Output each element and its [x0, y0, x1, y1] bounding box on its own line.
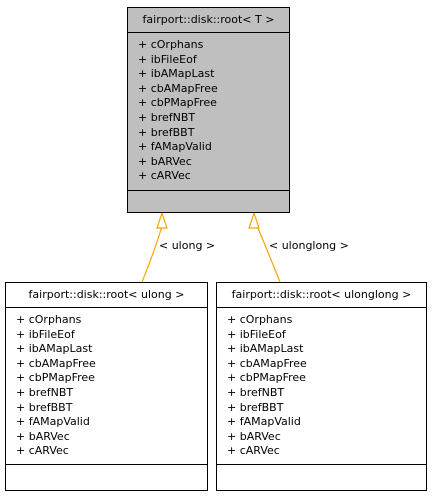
attribute: + brefBBT — [227, 400, 284, 414]
edge-label-ulonglong: < ulonglong > — [269, 239, 349, 252]
class-root-t[interactable]: fairport::disk::root< T > + cOrphans + i… — [127, 7, 290, 213]
attribute: + ibFileEof — [138, 52, 197, 66]
attribute: + cARVec — [16, 444, 69, 458]
class-root-ulong-title: fairport::disk::root< ulong > — [6, 283, 207, 308]
attribute: + ibAMapLast — [227, 342, 304, 356]
edge-ulonglong-arrowhead — [248, 211, 260, 229]
edge-ulong-arrowhead — [156, 211, 168, 229]
edge-ulong-line — [141, 225, 163, 283]
edge-ulonglong-line — [256, 225, 281, 283]
attribute: + ibFileEof — [227, 327, 286, 341]
class-root-t-title: fairport::disk::root< T > — [128, 8, 289, 33]
attribute: + brefNBT — [138, 110, 196, 124]
attribute: + bARVec — [138, 154, 192, 168]
attribute: + cARVec — [227, 444, 280, 458]
attribute: + brefBBT — [138, 125, 195, 139]
attribute: + cOrphans — [227, 313, 293, 326]
attribute: + brefNBT — [16, 385, 74, 399]
attribute: + fAMapValid — [16, 415, 90, 429]
attribute: + cbAMapFree — [16, 356, 96, 370]
attribute: + ibFileEof — [16, 327, 75, 341]
class-root-ulonglong-title: fairport::disk::root< ulonglong > — [217, 283, 426, 308]
attribute: + cOrphans — [138, 38, 204, 51]
attribute: + fAMapValid — [138, 140, 212, 154]
attribute: + cbPMapFree — [138, 96, 217, 110]
attribute: + bARVec — [227, 429, 281, 443]
class-root-ulong-attributes: + cOrphans + ibFileEof + ibAMapLast + cb… — [6, 308, 207, 465]
attribute: + cbAMapFree — [138, 81, 218, 95]
attribute: + brefBBT — [16, 400, 73, 414]
attribute: + cARVec — [138, 169, 191, 183]
edge-label-ulong: < ulong > — [159, 239, 216, 252]
class-root-ulonglong[interactable]: fairport::disk::root< ulonglong > + cOrp… — [216, 282, 427, 491]
attribute: + cbPMapFree — [227, 371, 306, 385]
class-root-t-attributes: + cOrphans + ibFileEof + ibAMapLast + cb… — [128, 33, 289, 191]
attribute: + ibAMapLast — [138, 67, 215, 81]
attribute: + cOrphans — [16, 313, 82, 326]
attribute: + ibAMapLast — [16, 342, 93, 356]
attribute: + cbPMapFree — [16, 371, 95, 385]
attribute: + bARVec — [16, 429, 70, 443]
attribute: + fAMapValid — [227, 415, 301, 429]
attribute: + brefNBT — [227, 385, 285, 399]
class-root-ulong[interactable]: fairport::disk::root< ulong > + cOrphans… — [5, 282, 208, 491]
attribute: + cbAMapFree — [227, 356, 307, 370]
class-root-ulonglong-attributes: + cOrphans + ibFileEof + ibAMapLast + cb… — [217, 308, 426, 465]
